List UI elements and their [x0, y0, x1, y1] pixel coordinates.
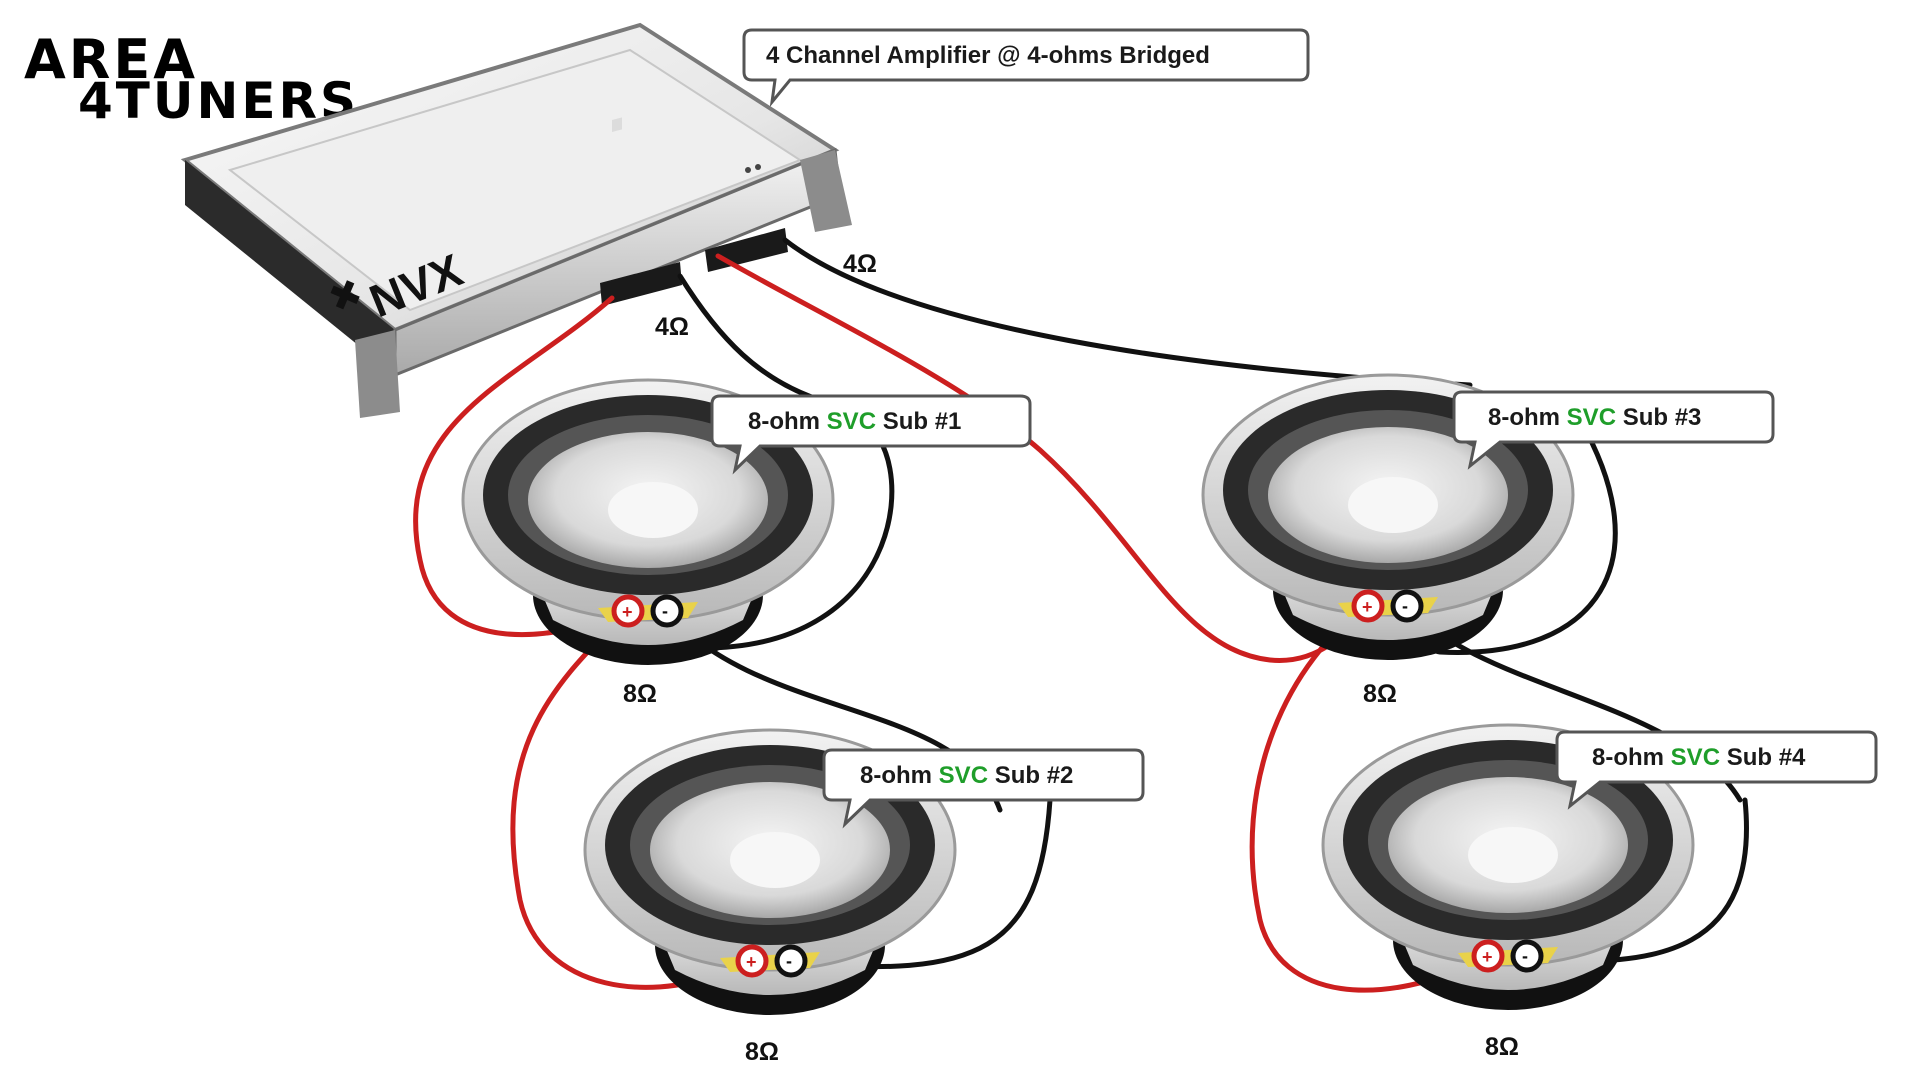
negative-terminal-icon — [774, 944, 808, 978]
wire-negative-right — [782, 237, 1473, 388]
wire-negative-left — [677, 273, 823, 403]
svg-text:-: - — [1522, 946, 1528, 966]
svg-text:+: + — [1482, 947, 1493, 967]
svg-text:-: - — [662, 601, 668, 621]
sub-1-label: 8-ohm SVC Sub #1 — [748, 408, 961, 435]
sub-1-callout: 8-ohm SVC Sub #1 — [710, 394, 1032, 475]
wire-positive-right — [715, 253, 1371, 663]
nvx-logo-icon — [330, 280, 360, 310]
svg-text:+: + — [1362, 597, 1373, 617]
wire-link-sub3-sub4-red — [1249, 602, 1491, 993]
svg-text:+: + — [622, 602, 633, 622]
amp-left-load-label: 4Ω — [655, 313, 689, 341]
sub-1-impedance: 8Ω — [623, 680, 657, 708]
svg-text:-: - — [786, 951, 792, 971]
amplifier: NVX — [180, 22, 852, 418]
positive-terminal-icon — [611, 594, 645, 628]
area4tuners-logo: AREA 4TUNERS — [24, 28, 359, 130]
amp-terminal-block-left — [600, 117, 682, 306]
sub-2-impedance: 8Ω — [745, 1038, 779, 1066]
sub-4-impedance: 8Ω — [1485, 1033, 1519, 1061]
amp-callout: 4 Channel Amplifier @ 4-ohms Bridged — [742, 28, 1310, 108]
svg-text:+: + — [746, 952, 757, 972]
negative-terminal-icon — [1390, 589, 1424, 623]
logo-line2: 4TUNERS — [78, 72, 359, 130]
amp-callout-text: 4 Channel Amplifier @ 4-ohms Bridged — [766, 42, 1210, 69]
amp-right-load-label: 4Ω — [843, 250, 877, 278]
sub-4-label: 8-ohm SVC Sub #4 — [1592, 744, 1806, 771]
sub-3-impedance: 8Ω — [1363, 680, 1397, 708]
sub-2-callout: 8-ohm SVC Sub #2 — [822, 748, 1145, 829]
positive-terminal-icon — [1471, 939, 1505, 973]
wiring — [413, 237, 1749, 993]
sub-4-callout: 8-ohm SVC Sub #4 — [1555, 730, 1878, 810]
wire-positive-left — [413, 295, 630, 638]
positive-terminal-icon — [1351, 589, 1385, 623]
svg-text:-: - — [1402, 596, 1408, 616]
negative-terminal-icon — [650, 594, 684, 628]
negative-terminal-icon — [1510, 939, 1544, 973]
sub-3-callout: 8-ohm SVC Sub #3 — [1452, 390, 1775, 470]
logo-line1: AREA — [24, 28, 198, 91]
positive-terminal-icon — [735, 944, 769, 978]
wire-link-sub1-sub2-red — [510, 608, 755, 990]
sub-2-label: 8-ohm SVC Sub #2 — [860, 762, 1073, 789]
sub-3-label: 8-ohm SVC Sub #3 — [1488, 404, 1701, 431]
